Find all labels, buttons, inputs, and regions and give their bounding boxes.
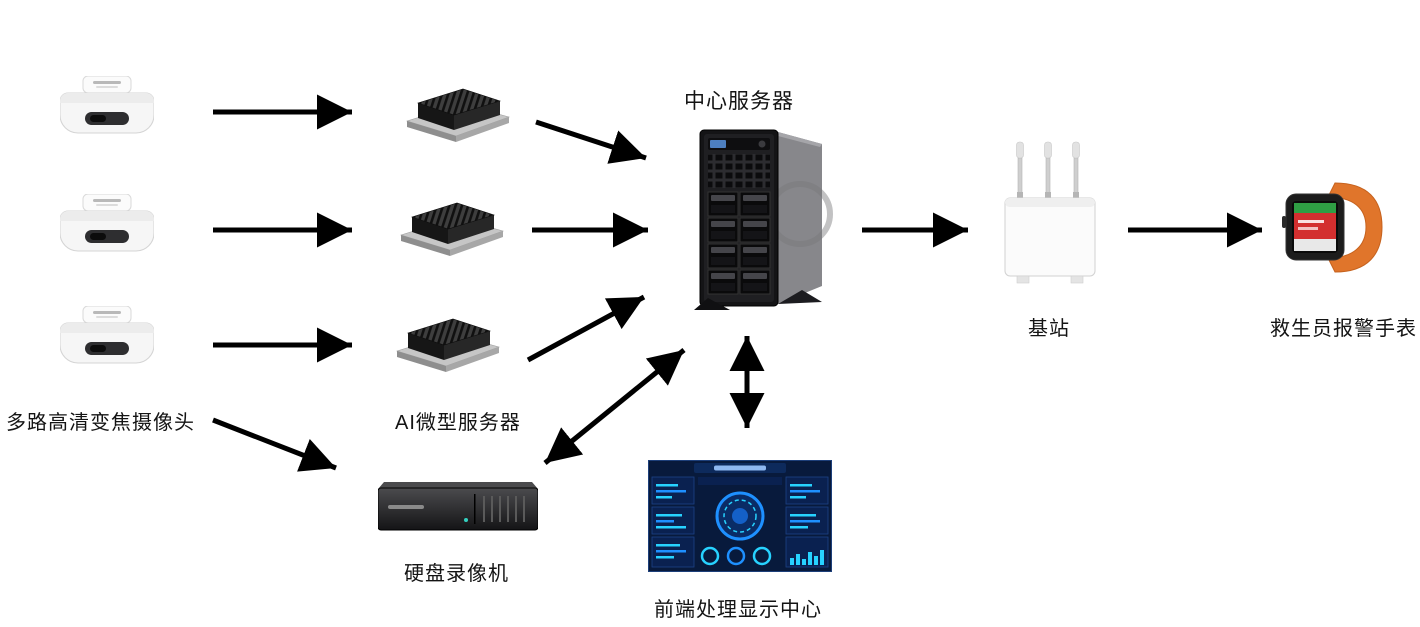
base-station — [995, 140, 1105, 293]
nvr-status-led — [464, 518, 468, 522]
server-drive-bays — [707, 191, 771, 295]
nvr-vents — [483, 496, 525, 522]
edge-nvr-to-central-server — [543, 348, 686, 465]
label-base-station: 基站 — [1028, 318, 1070, 340]
ai-server-2 — [399, 198, 504, 265]
label-display-center: 前端处理显示中心 — [654, 599, 822, 621]
watch-button — [1282, 216, 1286, 228]
ai-server-1 — [405, 84, 510, 151]
dashboard-gauge-1 — [700, 546, 720, 566]
server-vent-grille — [708, 154, 770, 188]
label-cameras: 多路高清变焦摄像头 — [6, 412, 195, 434]
nvr-brand-mark — [388, 505, 424, 509]
server-lcd — [710, 140, 726, 148]
camera-2 — [59, 193, 155, 261]
watch — [1280, 180, 1385, 280]
nvr — [377, 482, 539, 539]
base-station-enclosure — [1004, 197, 1096, 277]
server-side-panel — [778, 132, 822, 304]
edge-ai-server-1-to-central-server — [535, 119, 647, 164]
server-power-button — [758, 140, 766, 148]
label-nvr: 硬盘录像机 — [404, 563, 509, 585]
display-center — [648, 460, 832, 577]
ai-server-3 — [395, 314, 500, 381]
camera-3 — [59, 305, 155, 373]
base-station-antennas — [1016, 141, 1080, 199]
camera-lens — [90, 115, 106, 122]
label-watch: 救生员报警手表 — [1270, 318, 1417, 340]
watch-strap — [1327, 182, 1383, 273]
dashboard-bar-chart — [790, 550, 824, 565]
edge-cameras-to-nvr — [212, 417, 337, 472]
central-server — [694, 126, 834, 317]
heatsink-fins — [417, 88, 502, 116]
server-foot-left — [694, 298, 730, 310]
camera-1 — [59, 75, 155, 143]
label-central-server: 中心服务器 — [684, 90, 794, 113]
camera-top-cap — [82, 75, 132, 94]
dashboard-gauge-3 — [752, 546, 772, 566]
label-ai-server: AI微型服务器 — [395, 412, 521, 434]
dashboard-gauge-2 — [726, 546, 746, 566]
server-foot-right — [778, 290, 822, 304]
edge-ai-server-3-to-central-server — [526, 294, 646, 363]
